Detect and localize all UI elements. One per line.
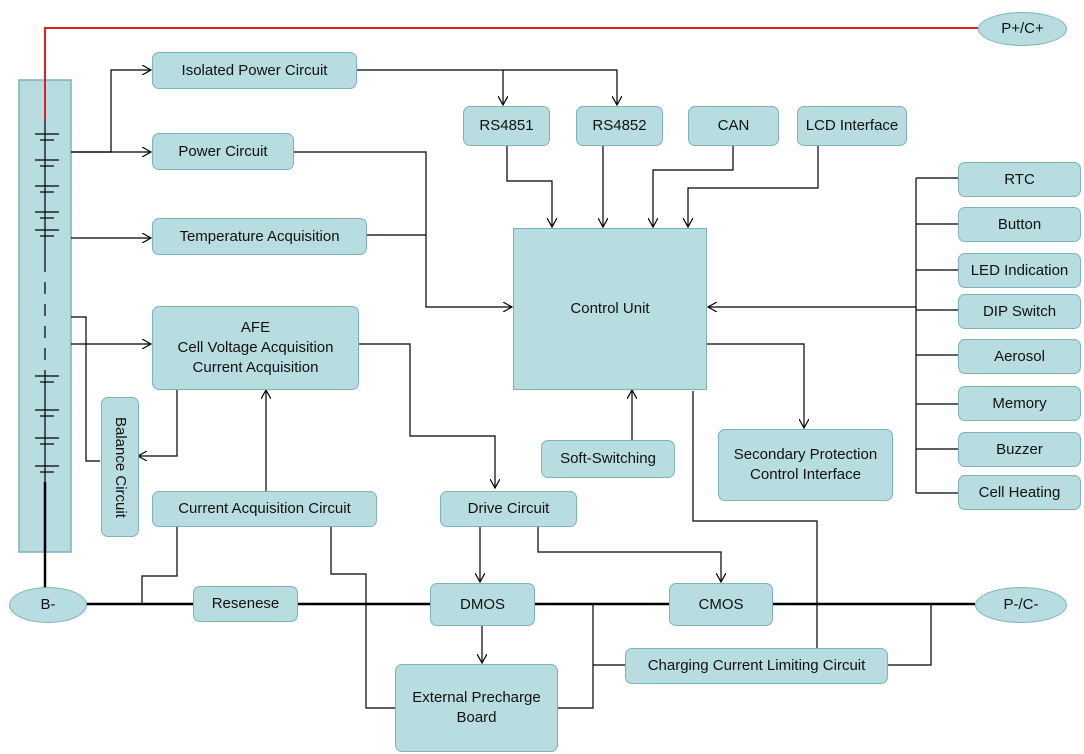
can-block: CAN xyxy=(688,106,779,146)
block-label: External Precharge xyxy=(412,689,541,706)
terminal-label: B- xyxy=(40,596,56,613)
block-label: Soft-Switching xyxy=(560,450,656,467)
block-label: Temperature Acquisition xyxy=(179,227,340,245)
block-label: Balance Circuit xyxy=(112,416,129,518)
terminal-b-minus: B- xyxy=(9,587,87,623)
peripheral-rtc: RTC xyxy=(958,162,1081,197)
external-precharge-board-block: External Precharge Board xyxy=(395,664,558,752)
peripheral-label: Memory xyxy=(992,394,1047,412)
peripheral-buzzer: Buzzer xyxy=(958,432,1081,467)
peripheral-led-indication: LED Indication xyxy=(958,253,1081,288)
terminal-p-plus-c-plus: P+/C+ xyxy=(978,12,1067,46)
control-unit-block: Control Unit xyxy=(513,228,707,390)
block-label: Drive Circuit xyxy=(467,500,550,517)
peripheral-label: DIP Switch xyxy=(982,302,1057,320)
current-acquisition-circuit-block: Current Acquisition Circuit xyxy=(152,491,377,527)
block-label: Control Unit xyxy=(570,300,650,317)
resenese-block: Resenese xyxy=(193,586,298,622)
terminal-label: P-/C- xyxy=(1003,596,1039,613)
lcd-interface-block: LCD Interface xyxy=(797,106,907,146)
terminal-p-minus-c-minus: P-/C- xyxy=(975,587,1067,623)
block-label: AFE xyxy=(240,319,271,336)
peripheral-label: RTC xyxy=(1004,170,1035,188)
block-label: Resenese xyxy=(211,595,280,612)
secondary-protection-block: Secondary Protection Control Interface xyxy=(718,429,893,501)
peripheral-label: Cell Heating xyxy=(978,483,1061,501)
peripheral-dip-switch: DIP Switch xyxy=(958,294,1081,329)
soft-switching-block: Soft-Switching xyxy=(541,440,675,478)
block-label: RS4852 xyxy=(592,117,647,134)
cmos-block: CMOS xyxy=(669,583,773,626)
drive-circuit-block: Drive Circuit xyxy=(440,491,577,527)
peripheral-button: Button xyxy=(958,207,1081,242)
block-label: Current Acquisition xyxy=(192,359,319,376)
peripheral-aerosol: Aerosol xyxy=(958,339,1081,374)
block-label: CMOS xyxy=(698,595,744,613)
rs4851-block: RS4851 xyxy=(463,106,550,146)
peripheral-label: LED Indication xyxy=(970,261,1069,279)
charging-current-limiting-block: Charging Current Limiting Circuit xyxy=(625,648,888,684)
dmos-block: DMOS xyxy=(430,583,535,626)
battery-cells xyxy=(35,120,59,482)
block-label: LCD Interface xyxy=(805,117,899,134)
block-label: Control Interface xyxy=(750,466,861,483)
block-label: Board xyxy=(456,709,497,726)
block-label: DMOS xyxy=(460,595,505,613)
block-label: Isolated Power Circuit xyxy=(181,61,328,79)
block-label: Current Acquisition Circuit xyxy=(178,500,351,517)
signal-wires xyxy=(71,70,958,709)
block-label: Charging Current Limiting Circuit xyxy=(647,657,866,674)
positive-line xyxy=(44,27,978,120)
balance-circuit-block: Balance Circuit xyxy=(101,397,139,537)
block-label: CAN xyxy=(717,117,750,134)
rs4852-block: RS4852 xyxy=(576,106,663,146)
block-label: Power Circuit xyxy=(178,142,268,160)
main-bus xyxy=(43,482,975,606)
temperature-acquisition-block: Temperature Acquisition xyxy=(152,218,367,255)
peripheral-label: Aerosol xyxy=(994,347,1045,365)
block-label: Secondary Protection xyxy=(733,446,878,463)
peripheral-cell-heating: Cell Heating xyxy=(958,475,1081,510)
isolated-power-circuit-block: Isolated Power Circuit xyxy=(152,52,357,89)
block-label: Cell Voltage Acquisition xyxy=(177,339,334,356)
afe-block: AFE Cell Voltage Acquisition Current Acq… xyxy=(152,306,359,390)
peripheral-label: Button xyxy=(997,215,1042,233)
terminal-label: P+/C+ xyxy=(1001,20,1044,37)
block-label: RS4851 xyxy=(479,117,534,134)
peripheral-memory: Memory xyxy=(958,386,1081,421)
peripheral-label: Buzzer xyxy=(996,440,1043,458)
power-circuit-block: Power Circuit xyxy=(152,133,294,170)
